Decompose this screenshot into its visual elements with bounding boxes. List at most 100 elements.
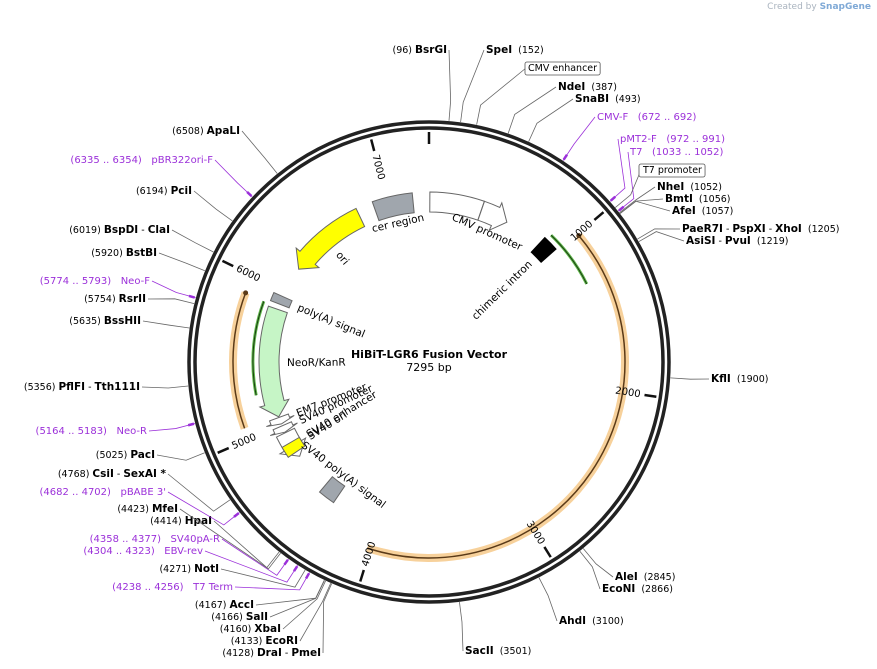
site-label[interactable]: (4133) EcoRI — [231, 635, 298, 647]
site-label[interactable]: (5635) BssHII — [69, 315, 141, 327]
feature-polya-signal[interactable] — [269, 291, 293, 309]
site-label-part: - — [282, 648, 291, 659]
primer-arc-core — [252, 301, 265, 396]
feature-label-sv40-polya: SV40 poly(A) signal — [299, 439, 388, 510]
orf-arc — [232, 292, 247, 429]
site-label[interactable]: AleI (2845) — [615, 571, 675, 583]
site-label[interactable]: KflI (1900) — [711, 373, 768, 385]
site-label[interactable]: EcoNI (2866) — [602, 583, 673, 595]
feature-chimeric-intron[interactable] — [530, 236, 557, 264]
site-label[interactable]: (4414) HpaI — [150, 515, 212, 527]
feature-em7-promoter[interactable] — [266, 413, 295, 428]
site-label[interactable]: (5920) BstBI — [91, 247, 157, 259]
site-label[interactable]: (4128) DraI - PmeI — [222, 647, 321, 659]
site-label-part: (4271) — [159, 564, 194, 575]
site-label-part: (3501) — [494, 646, 532, 657]
site-label-part: CsiI — [92, 468, 113, 480]
site-label[interactable]: NdeI (387) — [558, 81, 617, 93]
site-label-part: (6194) — [136, 186, 171, 197]
site-label[interactable]: (4682 .. 4702) pBABE 3' — [40, 487, 166, 498]
site-label[interactable]: AfeI (1057) — [672, 205, 733, 217]
site-label[interactable]: BmtI (1056) — [665, 193, 731, 205]
tick-mark — [543, 546, 552, 558]
site-label-part: pBABE 3' — [120, 487, 166, 498]
site-label-part: (4358 .. 4377) — [90, 534, 171, 545]
site-label[interactable]: SpeI (152) — [486, 44, 544, 56]
site-label-part: (1056) — [693, 194, 731, 205]
site-label[interactable]: CMV enhancer — [528, 63, 597, 74]
site-label[interactable]: T7 (1033 .. 1052) — [629, 147, 724, 158]
feature-name-box — [638, 163, 706, 178]
site-leader-line — [637, 228, 681, 240]
site-leader-line — [476, 67, 527, 125]
site-label-part: NheI — [657, 181, 684, 193]
site-label-part: EBV-rev — [164, 546, 203, 557]
site-label[interactable]: PaeR7I - PspXI - XhoI (1205) — [682, 223, 839, 235]
site-label-part: (5774 .. 5793) — [40, 276, 121, 287]
feature-cer-region[interactable] — [371, 192, 415, 222]
feature-neokanr[interactable] — [258, 305, 290, 418]
site-label[interactable]: AsiSI - PvuI (1219) — [686, 235, 788, 247]
site-label-part: ClaI — [148, 224, 170, 236]
site-label-part: BspDI — [104, 224, 138, 236]
site-label[interactable]: SacII (3501) — [465, 645, 531, 657]
site-label[interactable]: (5164 .. 5183) Neo-R — [36, 426, 147, 437]
site-leader-line — [619, 198, 664, 214]
site-label-part: (5025) — [96, 450, 131, 461]
site-label-part: (1205) — [802, 224, 840, 235]
site-label[interactable]: SnaBI (493) — [575, 93, 641, 105]
site-label-part: (4682 .. 4702) — [40, 487, 121, 498]
site-label[interactable]: (4166) SalI — [211, 611, 268, 623]
site-label[interactable]: (96) BsrGI — [393, 44, 448, 56]
site-label[interactable]: (4271) NotI — [159, 563, 219, 575]
site-label[interactable]: (4358 .. 4377) SV40pA-R — [90, 534, 220, 545]
site-label[interactable]: (4768) CsiI - SexAI * — [58, 468, 167, 480]
backbone-outer-circle — [187, 120, 671, 604]
site-leader-line — [221, 538, 289, 576]
site-label[interactable]: T7 promoter — [642, 165, 702, 176]
site-leader-line — [147, 298, 195, 305]
site-leader-line — [179, 508, 280, 569]
site-label-part: PflFI — [58, 381, 85, 393]
site-label-part: XbaI — [254, 623, 281, 635]
site-leader-line — [241, 130, 278, 174]
site-label-part: (4160) — [220, 624, 255, 635]
site-label-part: (6508) — [172, 126, 207, 137]
site-label[interactable]: (4423) MfeI — [117, 503, 178, 515]
site-label[interactable]: pMT2-F (972 .. 991) — [620, 134, 725, 145]
site-label[interactable]: (4167) AccI — [195, 599, 254, 611]
site-label-part: BstBI — [126, 247, 157, 259]
feature-sv40-polya[interactable] — [318, 476, 346, 504]
feature-sv40-promoter[interactable] — [270, 421, 298, 437]
site-label[interactable]: (4160) XbaI — [220, 623, 281, 635]
site-label[interactable]: AhdI (3100) — [559, 615, 624, 627]
site-label-part: - — [85, 382, 94, 393]
site-label[interactable]: (6508) ApaLI — [172, 125, 240, 137]
tick-label: 6000 — [234, 263, 262, 284]
site-label-part: XhoI — [775, 223, 802, 235]
site-label-part: NdeI — [558, 81, 585, 93]
feature-cmv-promoter[interactable] — [477, 200, 508, 232]
site-label-part: ApaLI — [207, 125, 240, 137]
site-label[interactable]: NheI (1052) — [657, 181, 722, 193]
feature-ori[interactable] — [295, 207, 366, 270]
site-label[interactable]: (5356) PflFI - Tth111I — [24, 381, 140, 393]
site-label-part: MfeI — [152, 503, 178, 515]
site-label-part: T7 promoter — [642, 165, 702, 176]
feature-sv40-ori[interactable] — [281, 436, 306, 459]
site-leader-line — [156, 452, 205, 461]
site-label[interactable]: (4304 .. 4323) EBV-rev — [83, 546, 203, 557]
site-label[interactable]: (5754) RsrII — [84, 293, 146, 305]
created-by-label: Created by — [767, 2, 817, 12]
tick-label: 7000 — [369, 154, 386, 181]
site-label[interactable]: (5025) PacI — [96, 449, 155, 461]
site-label[interactable]: (6194) PciI — [136, 185, 192, 197]
site-label-part: T7 — [629, 147, 642, 158]
site-label[interactable]: CMV-F (672 .. 692) — [597, 112, 697, 123]
site-label[interactable]: (6019) BspDI - ClaI — [69, 224, 170, 236]
site-label[interactable]: (6335 .. 6354) pBR322ori-F — [70, 155, 213, 166]
site-label-part: (4166) — [211, 612, 246, 623]
site-label[interactable]: (4238 .. 4256) T7 Term — [112, 582, 233, 593]
site-label[interactable]: (5774 .. 5793) Neo-F — [40, 276, 150, 287]
